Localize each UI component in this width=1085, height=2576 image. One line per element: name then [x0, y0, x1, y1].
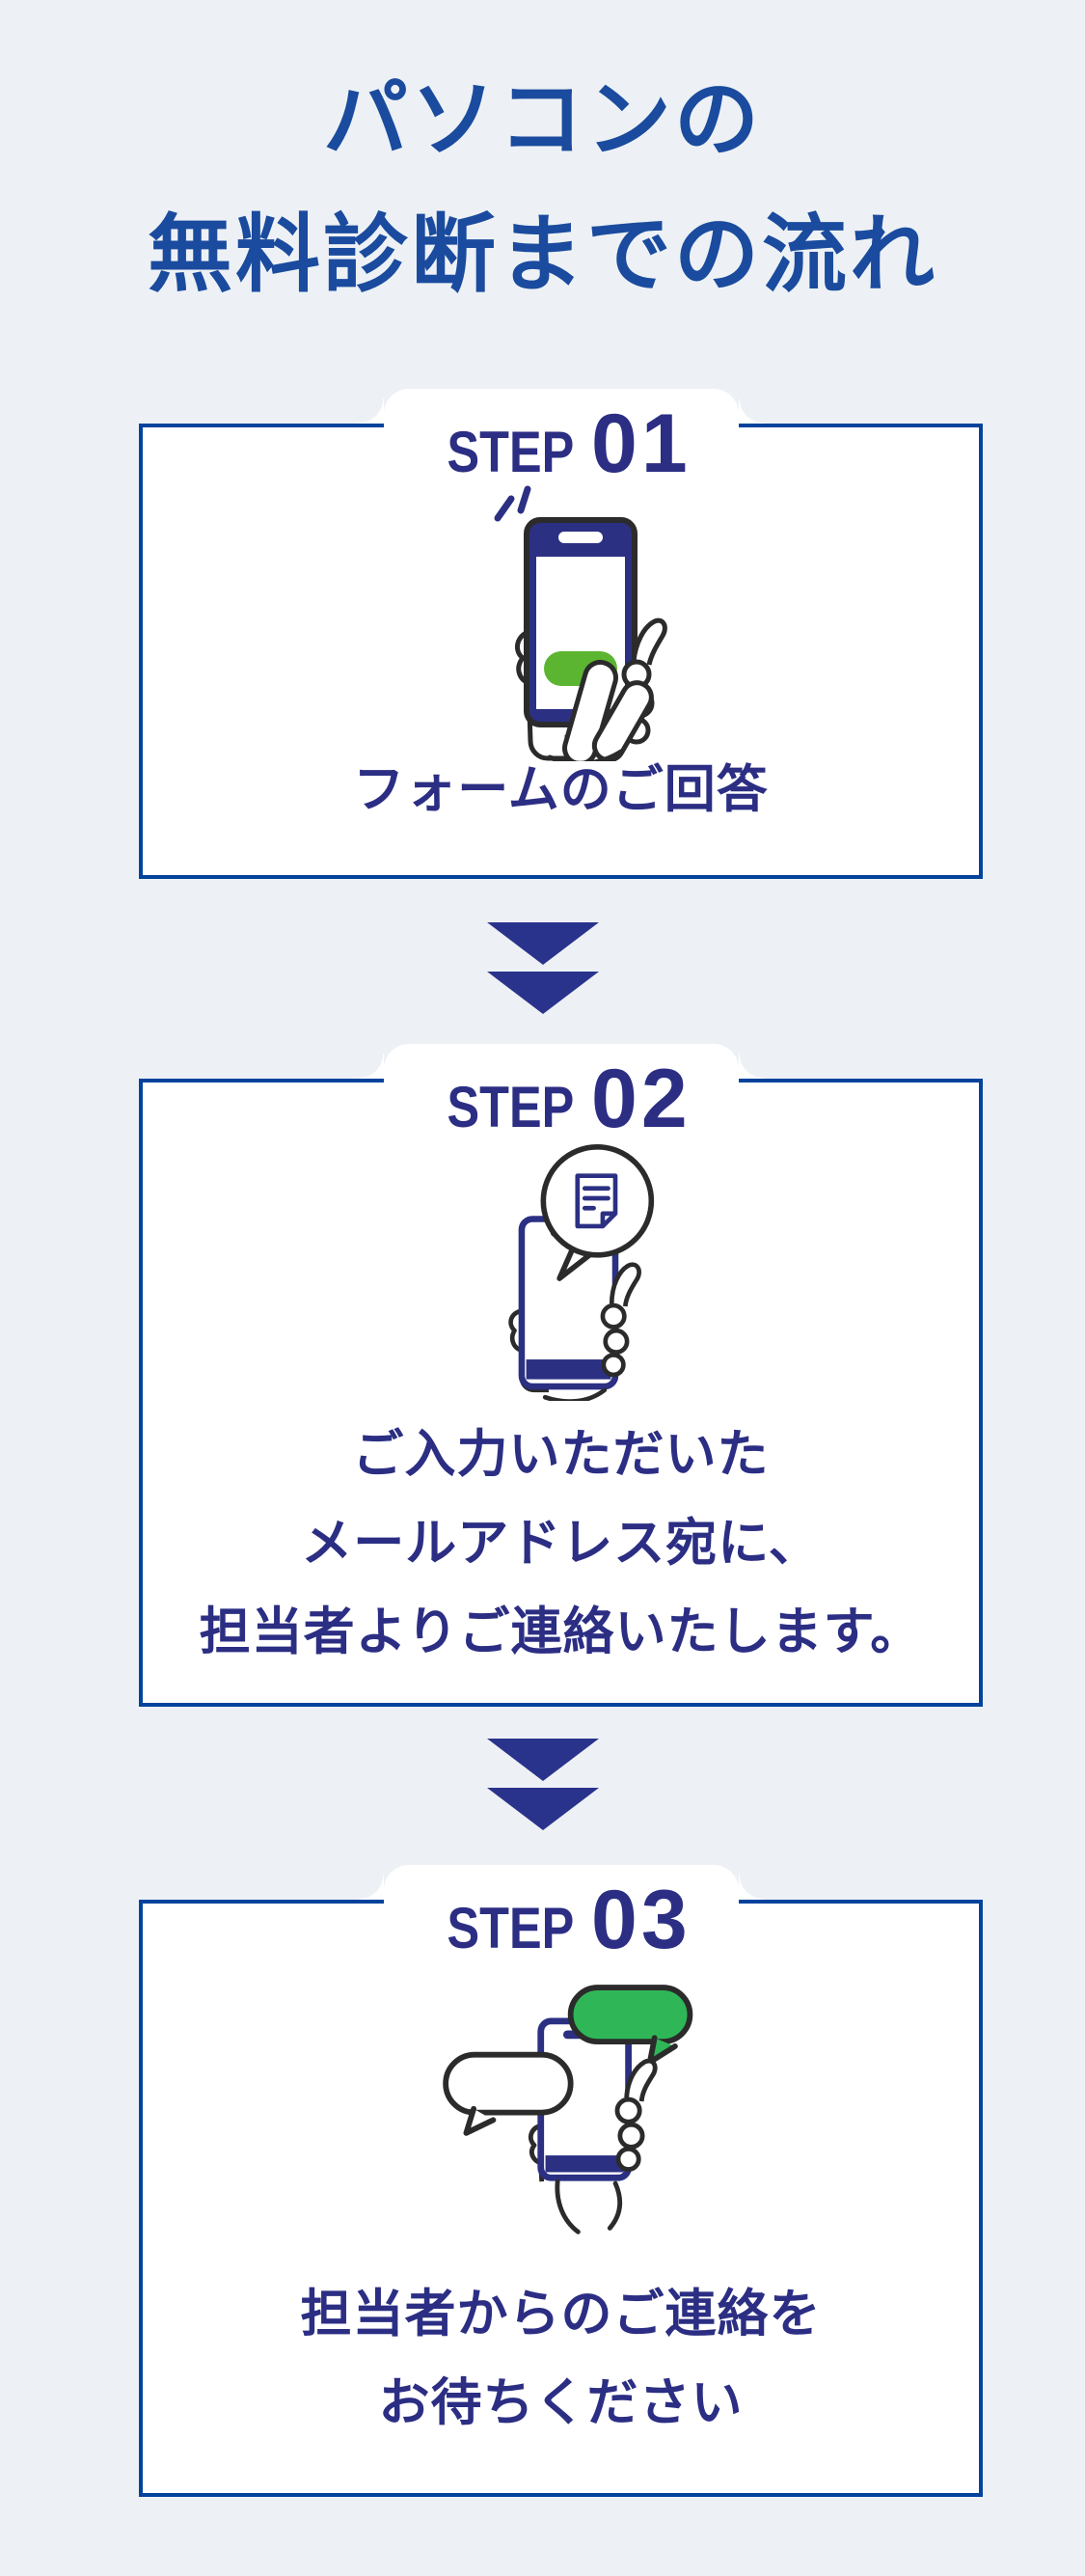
caption-line: ご入力いただいた	[352, 1426, 770, 1483]
phone-message-icon	[507, 1144, 654, 1401]
caption-line: お待ちください	[378, 2374, 744, 2431]
step-caption: ご入力いただいた メールアドレス宛に、 担当者よりご連絡いたします。	[143, 1411, 979, 1677]
step-number: 02	[591, 1053, 692, 1145]
step-number: 03	[591, 1874, 692, 1966]
step-caption: フォームのご回答	[143, 761, 979, 819]
caption-line: メールアドレス宛に、	[301, 1515, 821, 1572]
step-card-01: STEP 01 フォームのご回答	[139, 389, 983, 879]
page-title-line1: パソコンの	[322, 71, 762, 167]
step-caption: 担当者からのご連絡を お待ちください	[143, 2270, 979, 2448]
page-title-line2: 無料診断までの流れ	[147, 206, 937, 302]
down-arrow-icon	[486, 922, 599, 1014]
step-number: 01	[591, 397, 692, 490]
page-title: パソコンの 無料診断までの流れ	[0, 52, 1085, 322]
step-label: STEP	[447, 420, 575, 484]
step-tab-03: STEP 03	[358, 1865, 764, 1966]
phone-chat-icon	[442, 1985, 692, 2234]
down-arrow-icon	[486, 1739, 599, 1830]
caption-line: 担当者からのご連絡を	[300, 2286, 822, 2343]
step-tab-02: STEP 02	[358, 1044, 764, 1145]
caption-line: 担当者よりご連絡いたします。	[199, 1603, 923, 1660]
step-card-02: STEP 02 ご入力いただいた メールアドレス宛に、 担当者よりご連絡いたしま…	[139, 1044, 983, 1707]
step-card-03: STEP 03 担当者からのご連絡を お待ちください	[139, 1865, 983, 2497]
step-label: STEP	[447, 1075, 575, 1139]
step-label: STEP	[447, 1896, 575, 1960]
phone-tap-icon	[494, 485, 667, 761]
step-heading: STEP 01	[430, 397, 691, 490]
caption-line: フォームのご回答	[353, 761, 769, 818]
step-heading: STEP 02	[430, 1052, 691, 1145]
step-heading: STEP 03	[430, 1873, 691, 1966]
step-tab-01: STEP 01	[358, 389, 764, 490]
